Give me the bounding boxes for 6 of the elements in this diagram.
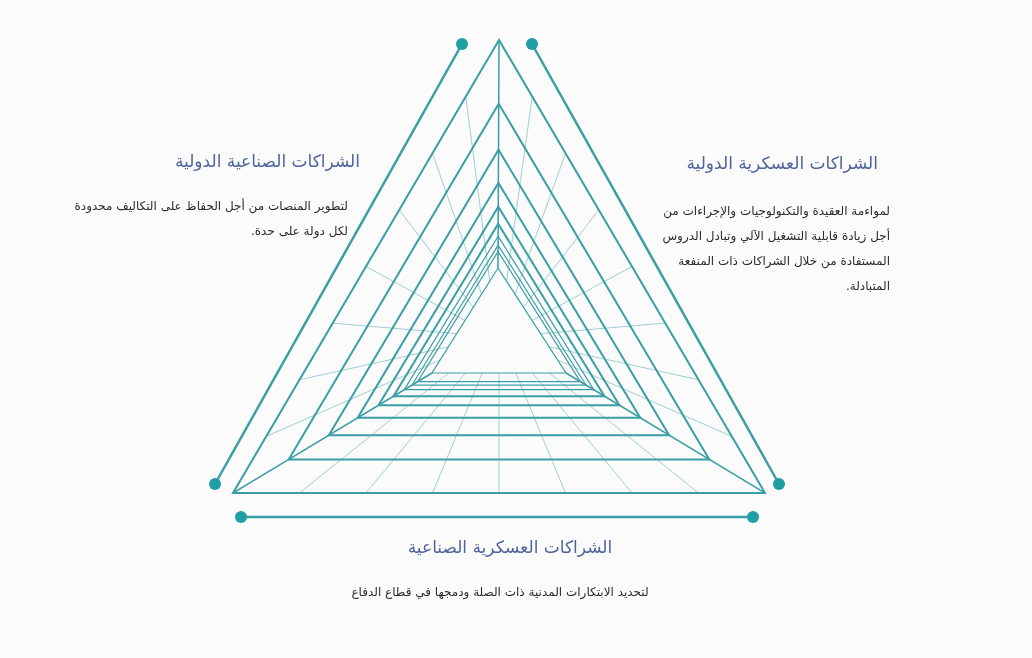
section-heading: الشراكات العسكرية الدولية <box>685 152 878 174</box>
description-text: لمواءمة العقيدة والتكنولوجيات والإجراءات من أجل زيادة قابلية التشغيل الآلي وتبادل الدروس المستفادة من خلال الشراكات ذات المنفعة المتبادلة. <box>662 203 890 295</box>
section-heading: الشراكات العسكرية الصناعية <box>406 536 614 558</box>
description-text: لتحديد الابتكارات المدنية ذات الصلة ودمجها في قطاع الدفاع <box>350 584 650 602</box>
description-text: لتطوير المنصات من أجل الحفاظ على التكاليف محدودة لكل دولة على حدة. <box>73 197 348 240</box>
section-heading: الشراكات الصناعية الدولية <box>173 150 360 172</box>
